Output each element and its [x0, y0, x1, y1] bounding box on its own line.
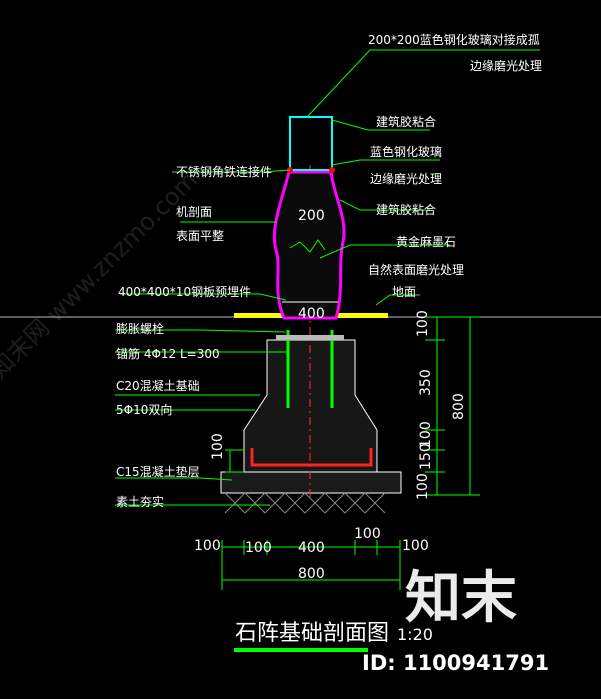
drawing-title: 石阵基础剖面图 — [235, 621, 389, 646]
label-soil: 素土夯实 — [116, 494, 164, 509]
label-c15: C15混凝土垫层 — [116, 464, 200, 479]
label-granite-1: 黄金麻墨石 — [396, 234, 456, 249]
soil-hatch — [224, 492, 386, 514]
label-glue-1: 建筑胶粘合 — [376, 114, 436, 129]
dim-bottom-100d: 100 — [402, 538, 429, 554]
label-anchor: 锚筋 4Φ12 L=300 — [116, 346, 220, 361]
dim-right-100b: 100 — [418, 421, 434, 448]
watermark-brand: 知末 — [405, 566, 517, 631]
dim-bottom-100a: 100 — [194, 538, 221, 554]
dim-stone-base: 400 — [298, 306, 325, 322]
stone-column — [272, 170, 346, 320]
dim-bottom-800: 800 — [298, 566, 325, 582]
label-machine-cut-2: 表面平整 — [176, 228, 224, 243]
label-c20: C20混凝土基础 — [116, 378, 200, 393]
connector-right — [329, 167, 335, 173]
label-glass-2: 边缘磨光处理 — [370, 172, 442, 186]
dim-bottom-100b: 100 — [245, 540, 272, 556]
rebar-mesh — [250, 448, 373, 467]
dimension-lines — [221, 316, 480, 590]
dim-bottom-100c: 100 — [354, 526, 381, 542]
dim-right-800: 800 — [451, 393, 467, 420]
label-bolt: 膨胀螺栓 — [116, 321, 164, 336]
label-glue-2: 建筑胶粘合 — [376, 202, 436, 217]
glass-panel — [289, 116, 333, 171]
dim-left-100: 100 — [210, 433, 226, 460]
label-granite-2: 自然表面磨光处理 — [368, 262, 464, 277]
watermark-id: ID: 1100941791 — [362, 651, 549, 675]
label-connector: 不锈钢角铁连接件 — [176, 164, 272, 179]
drawing-scale: 1:20 — [397, 625, 433, 644]
label-plate: 400*400*10钢板预埋件 — [118, 285, 251, 299]
dim-bottom-400: 400 — [298, 540, 325, 556]
dim-right-150: 150 — [418, 443, 434, 470]
label-glass-1: 蓝色钢化玻璃 — [370, 145, 442, 159]
dim-right-350: 350 — [418, 369, 434, 396]
steel-plate — [276, 335, 344, 340]
label-machine-cut-1: 机剖面 — [176, 205, 212, 219]
title-underline — [234, 648, 368, 652]
label-rebar: 5Φ10双向 — [116, 402, 172, 417]
c15-cushion — [220, 471, 402, 494]
label-ground: 地面 — [392, 285, 416, 299]
dim-stone-width: 200 — [298, 208, 325, 224]
anchor-rebars — [286, 330, 334, 408]
leader-lines — [115, 49, 540, 506]
dim-right-100a: 100 — [415, 310, 431, 337]
dim-right-100c: 100 — [415, 473, 431, 500]
label-top-1: 200*200蓝色钢化玻璃对接成孤 — [368, 32, 540, 47]
granite-crack — [289, 239, 326, 253]
label-top-2: 边缘磨光处理 — [470, 59, 542, 73]
